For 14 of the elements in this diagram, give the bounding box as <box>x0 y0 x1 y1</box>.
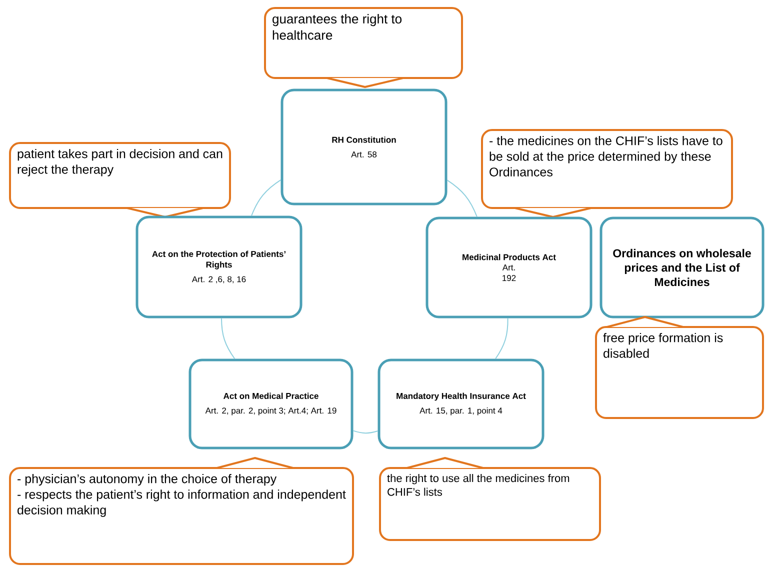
connector-arc <box>251 179 282 216</box>
connector-arc <box>446 180 478 218</box>
callout-box: - physician’s autonomy in the choice of therapy - respects the patient’s right to information and independent decision making <box>9 457 354 565</box>
callout-box: free price formation is disabled <box>595 316 764 419</box>
callout-box: - the medicines on the CHIF’s lists have to be sold at the price determined by these Ordinances <box>481 129 733 218</box>
callout-box: patient takes part in decision and can reject the therapy <box>9 142 231 218</box>
law-box: Mandatory Health Insurance Act Art. 15, par. 1, point 4 <box>378 358 544 450</box>
connector-arc <box>352 430 378 434</box>
connector-arc <box>221 318 236 360</box>
law-box: Ordinances on wholesale prices and the List of Medicines <box>600 216 764 318</box>
connector-arc <box>495 318 508 360</box>
callout-box: the right to use all the medicines from CHIF’s lists <box>379 457 601 541</box>
law-box: Act on Medical Practice Art. 2, par. 2, point 3; Art.4; Art. 19 <box>188 358 354 450</box>
callout-box: guarantees the right to healthcare <box>264 7 463 88</box>
